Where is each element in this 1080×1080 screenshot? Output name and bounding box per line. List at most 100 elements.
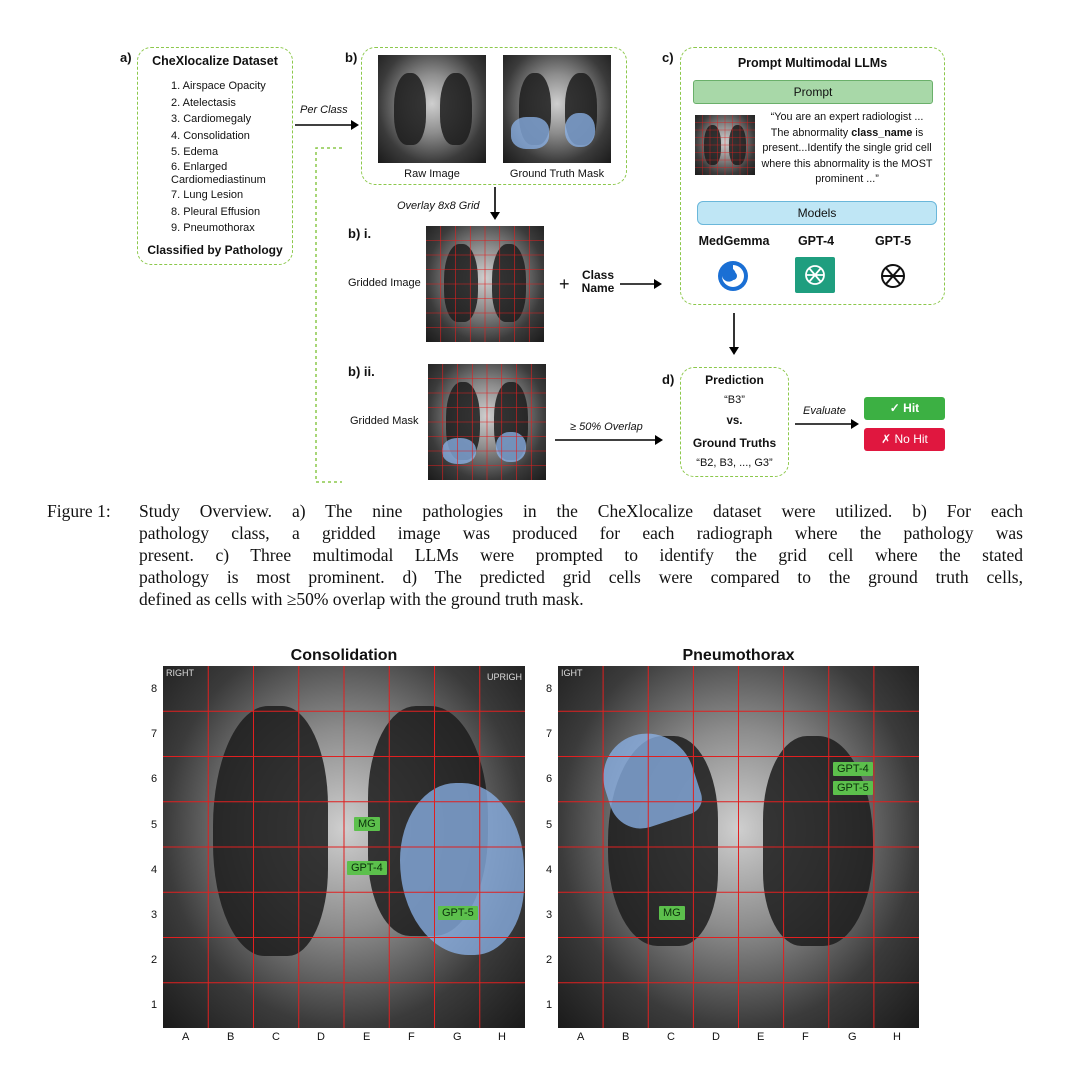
y-tick: 2 bbox=[151, 954, 158, 966]
y-tick: 8 bbox=[546, 683, 553, 695]
x-tick: D bbox=[317, 1031, 325, 1043]
gpt4-prediction-chip: GPT-4 bbox=[347, 861, 387, 875]
gpt4-prediction-chip: GPT-4 bbox=[833, 762, 873, 776]
x-tick: F bbox=[802, 1031, 809, 1043]
y-tick: 6 bbox=[546, 773, 553, 785]
overlay-grid-label: Overlay 8x8 Grid bbox=[397, 200, 480, 212]
y-tick: 5 bbox=[546, 819, 553, 831]
x-tick: C bbox=[667, 1031, 675, 1043]
model-name-gpt5: GPT-5 bbox=[874, 234, 912, 248]
grid-overlay bbox=[426, 226, 544, 342]
prompt-line: “You are an expert radiologist ... bbox=[770, 111, 924, 123]
panel-b-box bbox=[361, 47, 627, 185]
panel-d-box bbox=[680, 367, 789, 477]
panel-bii-letter: b) ii. bbox=[348, 364, 375, 379]
prompt-line: present...Identify the single grid cell bbox=[762, 142, 932, 154]
prompt-line: The abnormality class_name is bbox=[758, 126, 936, 142]
caption-line: Study Overview. a) The nine pathologies … bbox=[139, 501, 1023, 521]
panel-b-letter: b) bbox=[345, 50, 358, 65]
panel-a-footer: Classified by Pathology bbox=[147, 243, 283, 257]
pathology-item: 5. Edema bbox=[171, 146, 219, 159]
model-name-gpt4: GPT-4 bbox=[797, 234, 835, 248]
caption-line: defined as cells with ≥50% overlap with … bbox=[139, 589, 584, 609]
mask-region bbox=[565, 113, 595, 147]
pathology-item: Cardiomediastinum bbox=[171, 173, 266, 186]
consolidation-xray: RIGHT UPRIGH bbox=[163, 666, 525, 1028]
panel-a-title: CheXlocalize Dataset bbox=[152, 54, 278, 68]
prompt-header: Prompt bbox=[693, 80, 933, 104]
y-tick: 8 bbox=[151, 683, 158, 695]
models-header: Models bbox=[697, 201, 937, 225]
pneumothorax-title: Pneumothorax bbox=[682, 647, 795, 664]
medgemma-logo-icon bbox=[718, 261, 748, 291]
arrow-a-to-b bbox=[295, 120, 359, 130]
panel-c-box bbox=[680, 47, 945, 305]
consolidation-title: Consolidation bbox=[290, 647, 398, 664]
y-tick: 7 bbox=[151, 728, 158, 740]
gpt4-logo-icon bbox=[795, 257, 835, 293]
x-tick: D bbox=[712, 1031, 720, 1043]
prompt-line: prominent ...” bbox=[815, 173, 879, 185]
x-tick: G bbox=[453, 1031, 462, 1043]
mask-region bbox=[511, 117, 549, 149]
gpt5-prediction-chip: GPT-5 bbox=[438, 906, 478, 920]
pathology-list: 1. Airspace Opacity 2. Atelectasis 3. Ca… bbox=[171, 78, 266, 237]
gridded-mask-label: Gridded Mask bbox=[350, 415, 419, 427]
caption-line: pathology class, a gridded image was pro… bbox=[139, 523, 1023, 543]
panel-bi-letter: b) i. bbox=[348, 226, 372, 241]
xray-marker: IGHT bbox=[561, 668, 583, 678]
x-tick: G bbox=[848, 1031, 857, 1043]
arrow-evaluate bbox=[795, 419, 859, 429]
mg-prediction-chip: MG bbox=[659, 906, 685, 920]
arrow-to-prompt bbox=[620, 279, 662, 289]
model-name-medgemma: MedGemma bbox=[698, 234, 770, 248]
arrow-b-down bbox=[490, 187, 500, 220]
y-tick: 4 bbox=[546, 864, 553, 876]
x-tick: H bbox=[498, 1031, 506, 1043]
prompt-text: “You are an expert radiologist ... The a… bbox=[758, 110, 936, 188]
y-tick: 3 bbox=[151, 909, 158, 921]
caption-line: pathology is most prominent. d) The pred… bbox=[139, 567, 1023, 587]
pathology-item: 2. Atelectasis bbox=[171, 96, 236, 109]
x-tick: H bbox=[893, 1031, 901, 1043]
pathology-item: 4. Consolidation bbox=[171, 129, 250, 142]
caption-line: present. c) Three multimodal LLMs were p… bbox=[139, 545, 1023, 565]
x-tick: B bbox=[622, 1031, 630, 1043]
gpt5-prediction-chip: GPT-5 bbox=[833, 781, 873, 795]
x-tick: B bbox=[227, 1031, 235, 1043]
panel-d-letter: d) bbox=[662, 372, 675, 387]
vs-label: vs. bbox=[726, 415, 743, 427]
pathology-item: 9. Pneumothorax bbox=[171, 222, 255, 235]
arrow-c-to-d bbox=[729, 313, 739, 355]
y-tick: 2 bbox=[546, 954, 553, 966]
panel-b-bracket bbox=[315, 147, 342, 483]
y-tick: 1 bbox=[151, 999, 158, 1011]
prompt-span: The abnormality bbox=[770, 126, 852, 139]
figure-caption: Study Overview. a) The nine pathologies … bbox=[139, 500, 1023, 610]
per-class-label: Per Class bbox=[300, 104, 348, 116]
consolidation-mask-region bbox=[400, 783, 524, 955]
mg-prediction-chip: MG bbox=[354, 817, 380, 831]
panel-c-title: Prompt Multimodal LLMs bbox=[737, 56, 888, 70]
y-tick: 4 bbox=[151, 864, 158, 876]
x-tick: F bbox=[408, 1031, 415, 1043]
pathology-item: 7. Lung Lesion bbox=[171, 188, 244, 201]
evaluate-label: Evaluate bbox=[803, 405, 846, 417]
grid-overlay bbox=[428, 364, 546, 480]
prediction-value: “B3” bbox=[724, 394, 745, 406]
gridded-xray-image bbox=[426, 226, 544, 342]
panel-a-letter: a) bbox=[120, 50, 132, 65]
y-tick: 6 bbox=[151, 773, 158, 785]
panel-a-box bbox=[137, 47, 293, 265]
y-tick: 3 bbox=[546, 909, 553, 921]
plus-sign: + bbox=[559, 274, 570, 294]
pathology-item: 8. Pleural Effusion bbox=[171, 205, 261, 218]
no-hit-badge: ✗ No Hit bbox=[864, 428, 945, 451]
raw-xray-image bbox=[378, 55, 486, 163]
mask-region bbox=[496, 432, 526, 462]
class-name-label: Class Name bbox=[581, 268, 615, 295]
prompt-class-name: class_name bbox=[851, 126, 913, 139]
x-tick: A bbox=[182, 1031, 190, 1043]
xray-marker: UPRIGH bbox=[486, 672, 522, 682]
prompt-line: where this abnormality is the MOST bbox=[761, 157, 933, 170]
